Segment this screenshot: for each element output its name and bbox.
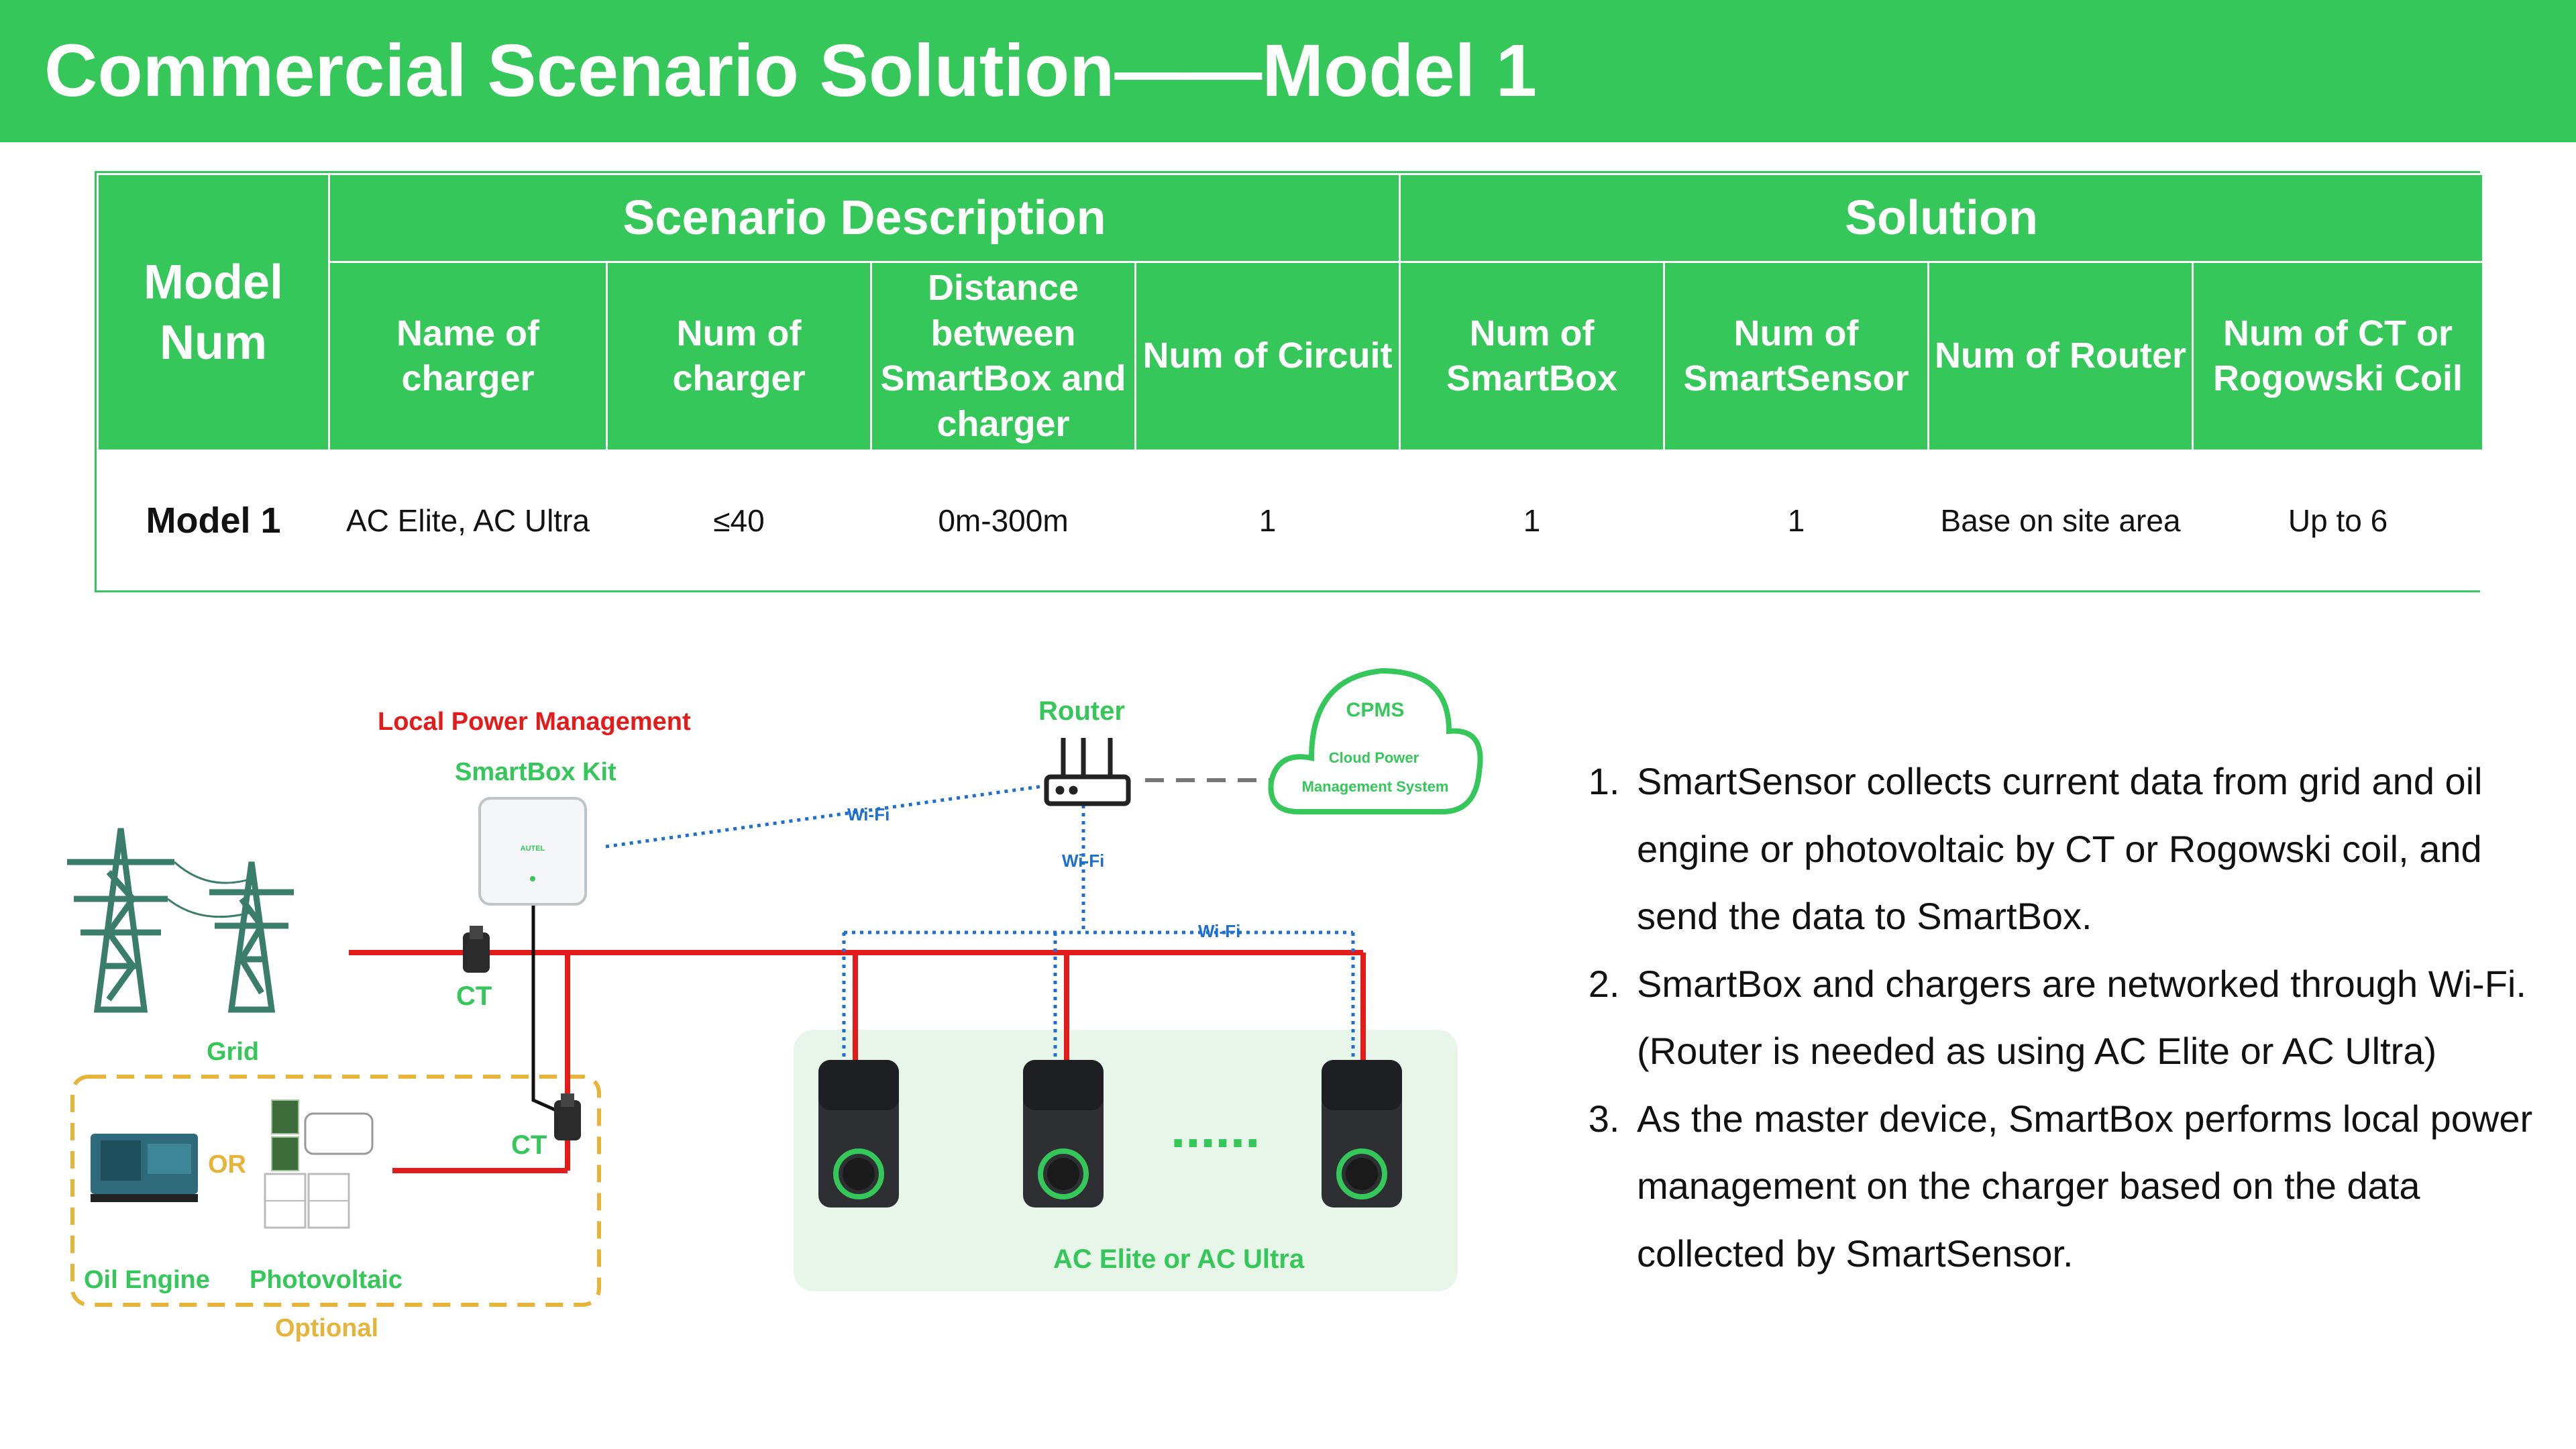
label-grid: Grid [207, 1038, 259, 1066]
cell-name-of-charger: AC Elite, AC Ultra [329, 450, 607, 590]
header-num-of-charger: Num of charger [606, 261, 872, 451]
title-bar: Commercial Scenario Solution——Model 1 [0, 0, 2576, 142]
ct-clamp-icon [463, 926, 490, 973]
cell-num-of-ct: Up to 6 [2192, 450, 2483, 590]
label-optional: Optional [275, 1314, 378, 1342]
cloud-icon [1268, 667, 1483, 814]
cell-model: Model 1 [97, 450, 329, 590]
header-scenario-description: Scenario Description [327, 173, 1401, 263]
cell-num-of-smartbox: 1 [1399, 450, 1664, 590]
header-name-of-charger: Name of charger [328, 261, 608, 451]
label-cloud-line1: Cloud Power [1329, 749, 1419, 766]
table-row: Model 1 AC Elite, AC Ultra ≤40 0m-300m 1… [97, 450, 2483, 590]
router-icon [1044, 738, 1131, 806]
header-num-of-smartbox: Num of SmartBox [1399, 261, 1666, 451]
ct-clamp-icon [554, 1093, 581, 1140]
header-num-of-smartsensor: Num of SmartSensor [1663, 261, 1930, 451]
transmission-tower-icon [67, 828, 294, 1013]
page-title: Commercial Scenario Solution——Model 1 [44, 30, 1537, 112]
list-item: As the master device, SmartBox performs … [1630, 1085, 2563, 1288]
header-num-of-router: Num of Router [1927, 261, 2194, 451]
label-oil-engine: Oil Engine [84, 1266, 210, 1294]
list-item: SmartSensor collects current data from g… [1630, 748, 2563, 951]
list-item: SmartBox and chargers are networked thro… [1630, 951, 2563, 1085]
device-brand: AUTEL [521, 845, 545, 853]
header-num-of-ct: Num of CT or Rogowski Coil [2192, 261, 2485, 451]
spec-table: Model Num Scenario Description Solution … [97, 173, 2485, 590]
cell-num-of-router: Base on site area [1928, 450, 2193, 590]
cell-num-of-charger: ≤40 [606, 450, 871, 590]
charger-device [1322, 1060, 1402, 1208]
spec-table-container: Model Num Scenario Description Solution … [95, 171, 2485, 592]
header-num-of-circuit: Num of Circuit [1134, 261, 1401, 451]
notes-list: SmartSensor collects current data from g… [1570, 748, 2563, 1287]
label-ct-optional: CT [511, 1130, 547, 1160]
header-distance: Distance between SmartBox and charger [870, 261, 1136, 451]
label-charger-ellipsis: ...... [1171, 1099, 1260, 1159]
label-router: Router [1038, 696, 1125, 726]
cell-num-of-circuit: 1 [1135, 450, 1400, 590]
label-wifi-chargers: Wi-Fi [1198, 921, 1240, 941]
label-smartbox-kit: SmartBox Kit [455, 758, 616, 786]
label-ct-grid: CT [456, 981, 492, 1011]
photovoltaic-icon [264, 1099, 374, 1229]
smartbox-device: AUTEL [478, 797, 587, 906]
label-wifi-smartbox: Wi-Fi [847, 804, 890, 824]
label-photovoltaic: Photovoltaic [250, 1266, 402, 1294]
label-local-power-management: Local Power Management [378, 708, 691, 736]
charger-area [794, 1030, 1458, 1291]
charger-device [1023, 1060, 1104, 1208]
cell-distance: 0m-300m [871, 450, 1136, 590]
charger-device [818, 1060, 899, 1208]
label-or: OR [208, 1150, 246, 1179]
notes-panel: SmartSensor collects current data from g… [1570, 748, 2563, 1287]
sensor-line [531, 902, 565, 1116]
system-diagram: AUTEL [67, 667, 1483, 1342]
optional-box [70, 1075, 601, 1307]
header-model-num: Model Num [97, 173, 330, 451]
label-wifi-router: Wi-Fi [1062, 851, 1104, 871]
label-cpms: CPMS [1346, 699, 1405, 721]
generator-icon [91, 1134, 198, 1202]
wifi-links [605, 784, 1355, 1060]
label-cloud-line2: Management System [1302, 778, 1449, 795]
label-chargers-caption: AC Elite or AC Ultra [1053, 1244, 1305, 1274]
header-solution: Solution [1399, 173, 2485, 263]
cell-num-of-smartsensor: 1 [1664, 450, 1929, 590]
